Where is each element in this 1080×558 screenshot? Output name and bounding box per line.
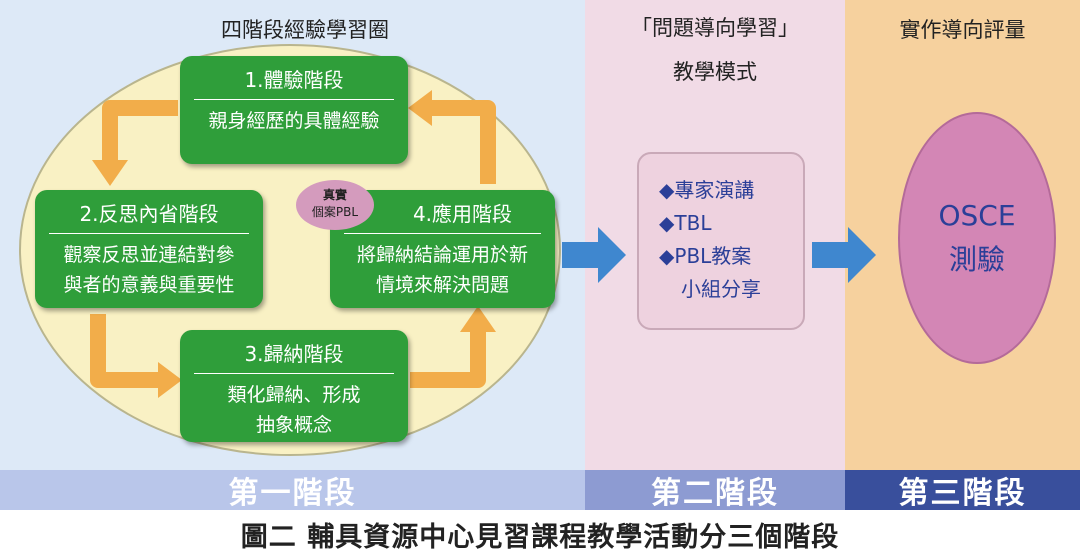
arrow-to-stage-three [812, 227, 876, 283]
arrowhead-stage2 [92, 160, 128, 186]
stage2-divider [49, 233, 249, 234]
activity-expert-lecture: ◆專家演講 [659, 178, 755, 202]
arrow-to-stage-two [562, 227, 626, 283]
arrowhead-stage3 [158, 362, 182, 398]
stage-two-label: 第二階段 [585, 470, 845, 511]
real-case-pbl-badge: 真實 個案PBL [296, 180, 374, 230]
pbl-title-line1: 「問題導向學習」 [631, 16, 799, 40]
osce-label: OSCE [938, 199, 1016, 232]
stage2-desc-line2: 與者的意義與重要性 [63, 274, 235, 296]
stage1-box: 1.體驗階段 親身經歷的具體經驗 [180, 56, 408, 164]
stage3-desc-line2: 抽象概念 [255, 414, 332, 436]
stage2-box: 2.反思內省階段 觀察反思並連結對參 與者的意義與重要性 [35, 190, 263, 308]
stage4-desc-line1: 將歸納結論運用於新 [356, 244, 528, 266]
assessment-title: 實作導向評量 [899, 18, 1026, 42]
arrowhead-stage4 [460, 306, 496, 332]
stage-one-label: 第一階段 [0, 470, 585, 511]
arrow-stage2-to-stage3 [90, 314, 160, 388]
stage1-desc: 親身經歷的具體經驗 [208, 110, 380, 132]
stage2-title: 2.反思內省階段 [79, 202, 219, 226]
stage3-title: 3.歸納階段 [244, 342, 344, 366]
stage-three-label: 第三階段 [845, 470, 1080, 511]
stage4-divider [344, 233, 541, 234]
activity-pbl-case: ◆PBL教案 [659, 244, 752, 268]
stage3-divider [194, 373, 394, 374]
figure-caption: 圖二 輔具資源中心見習課程教學活動分三個階段 [240, 521, 840, 553]
stage4-desc-line2: 情境來解決問題 [375, 274, 509, 296]
activity-tbl: ◆TBL [659, 211, 712, 235]
stage1-title: 1.體驗階段 [244, 68, 344, 92]
stage1-divider [194, 99, 394, 100]
pbl-title-line2: 教學模式 [673, 60, 757, 84]
cycle-title: 四階段經驗學習圈 [221, 18, 389, 42]
badge-line2: 個案PBL [311, 205, 359, 219]
learning-cycle-ellipse [19, 44, 561, 456]
stage4-title: 4.應用階段 [412, 202, 513, 226]
badge-line1: 真實 [322, 188, 347, 202]
pbl-activities-box: ◆專家演講 ◆TBL ◆PBL教案 小組分享 [637, 152, 805, 330]
arrowhead-stage1 [408, 90, 432, 126]
stage3-desc-line1: 類化歸納、形成 [227, 384, 361, 406]
stage2-desc-line1: 觀察反思並連結對參 [63, 244, 235, 266]
stage3-box: 3.歸納階段 類化歸納、形成 抽象概念 [180, 330, 408, 442]
stage4-box: 4.應用階段 將歸納結論運用於新 情境來解決問題 [330, 190, 555, 308]
arrow-stage4-to-stage1 [430, 100, 496, 184]
diagram-graphics [19, 44, 876, 456]
exam-label: 測驗 [948, 243, 1005, 276]
arrow-stage1-to-stage2 [102, 100, 178, 162]
osce-oval: OSCE 測驗 [898, 112, 1056, 364]
activity-group-sharing: 小組分享 [681, 277, 761, 301]
arrow-stage3-to-stage4 [410, 330, 486, 388]
